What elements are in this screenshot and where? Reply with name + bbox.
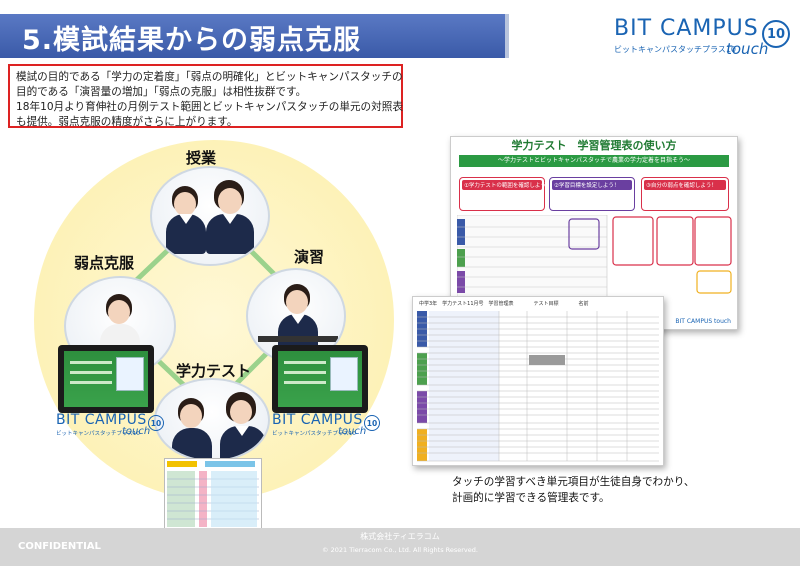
caption-line: タッチの学習すべき単元項目が生徒自身でわかり、 [452,476,695,488]
footer-company: 株式会社ティエラコム [360,532,440,541]
label-practice: 演習 [294,248,325,266]
intro-line: 模試の目的である「学力の定着度」「弱点の明確化」とビットキャンパスタッチの [16,71,403,83]
title-banner: 5.模試結果からの弱点克服 [0,14,509,58]
test-answer-sheet-thumbnail [164,458,262,532]
callout-check-weakness: ③自分の弱点を確認しよう！ [641,177,729,211]
tablet-logo-right: BIT CAMPUS ビットキャンパスタッチプラス10 touch 10 [272,412,382,442]
logo-badge: 10 [762,20,790,48]
label-weakness-overcome: 弱点克服 [74,254,135,272]
callout-set-goal: ②学習目標を設定しよう！ [549,177,635,211]
tablet-screen [278,351,362,407]
tablet-screen [64,351,148,407]
logo-subtitle: ビットキャンパスタッチプラス10 [614,45,737,54]
logo-touch-text: touch [726,40,769,58]
tablet-logo-left: BIT CAMPUS ビットキャンパスタッチプラス10 touch 10 [56,412,166,442]
desk-tablet [258,336,338,342]
callout-caption: ②学習目標を設定しよう！ [552,180,632,190]
caption-line: 計画的に学習できる管理表です。 [452,492,610,504]
answer-sheet-graphic [167,461,259,527]
photo-test [154,378,270,462]
tablet-logo-badge: 10 [148,415,164,431]
callout-caption: ①学力テストの範囲を確認しよう！ [462,180,551,190]
intro-line: も提供。弱点克服の精度がさらに上がります。 [16,116,238,128]
label-lesson: 授業 [186,149,217,167]
footer: 株式会社ティエラコム © 2021 Tierracom Co., Ltd. Al… [0,528,800,566]
tablet-logo-wordmark: BIT CAMPUS [56,412,147,428]
tablet-logo-subtitle: ビットキャンパスタッチプラス10 [56,431,140,437]
confidential-label: CONFIDENTIAL [18,541,101,552]
callout-caption: ③自分の弱点を確認しよう！ [644,180,726,190]
guide-subtitle: ～学力テストとビットキャンパスタッチで農業の学力定着を目指そう～ [459,155,729,167]
tablet-logo-subtitle: ビットキャンパスタッチプラス10 [272,431,356,437]
tablet-logo-wordmark: BIT CAMPUS [272,412,363,428]
intro-text-box: 模試の目的である「学力の定着度」「弱点の明確化」とビットキャンパスタッチの 目的… [8,64,403,128]
tablet-right [272,345,368,413]
logo-wordmark: BIT CAMPUS [614,16,759,41]
tablet-logo-badge: 10 [364,415,380,431]
intro-line: 18年10月より育伸社の月例テスト範囲とビットキャンパスタッチの単元の対照表 [16,101,403,113]
management-sheet: 中学3年 学力テスト11月号 学習管理表 テスト目標 名前 [412,296,664,466]
callout-check-range: ①学力テストの範囲を確認しよう！ [459,177,551,211]
tablet-logo-touch: touch [338,426,367,437]
page-title: 5.模試結果からの弱点克服 [22,25,362,56]
label-academic-test: 学力テスト [176,362,252,380]
footer-copyright: © 2021 Tierracom Co., Ltd. All Rights Re… [322,546,478,554]
intro-line: 目的である「演習量の増加」「弱点の克服」は相性抜群です。 [16,86,307,98]
tablet-left [58,345,154,413]
tablet-logo-touch: touch [122,426,151,437]
sheet-header: 中学3年 学力テスト11月号 学習管理表 テスト目標 名前 [419,301,589,307]
bit-campus-logo: BIT CAMPUS ビットキャンパスタッチプラス10 touch 10 [614,16,794,60]
photo-lesson [150,166,270,266]
sheet-caption: タッチの学習すべき単元項目が生徒自身でわかり、 計画的に学習できる管理表です。 [452,474,695,506]
sheet-table-graphic [417,311,659,462]
guide-footer-logo: BIT CAMPUS touch [675,318,731,325]
guide-title: 学力テスト 学習管理表の使い方 [511,139,677,152]
